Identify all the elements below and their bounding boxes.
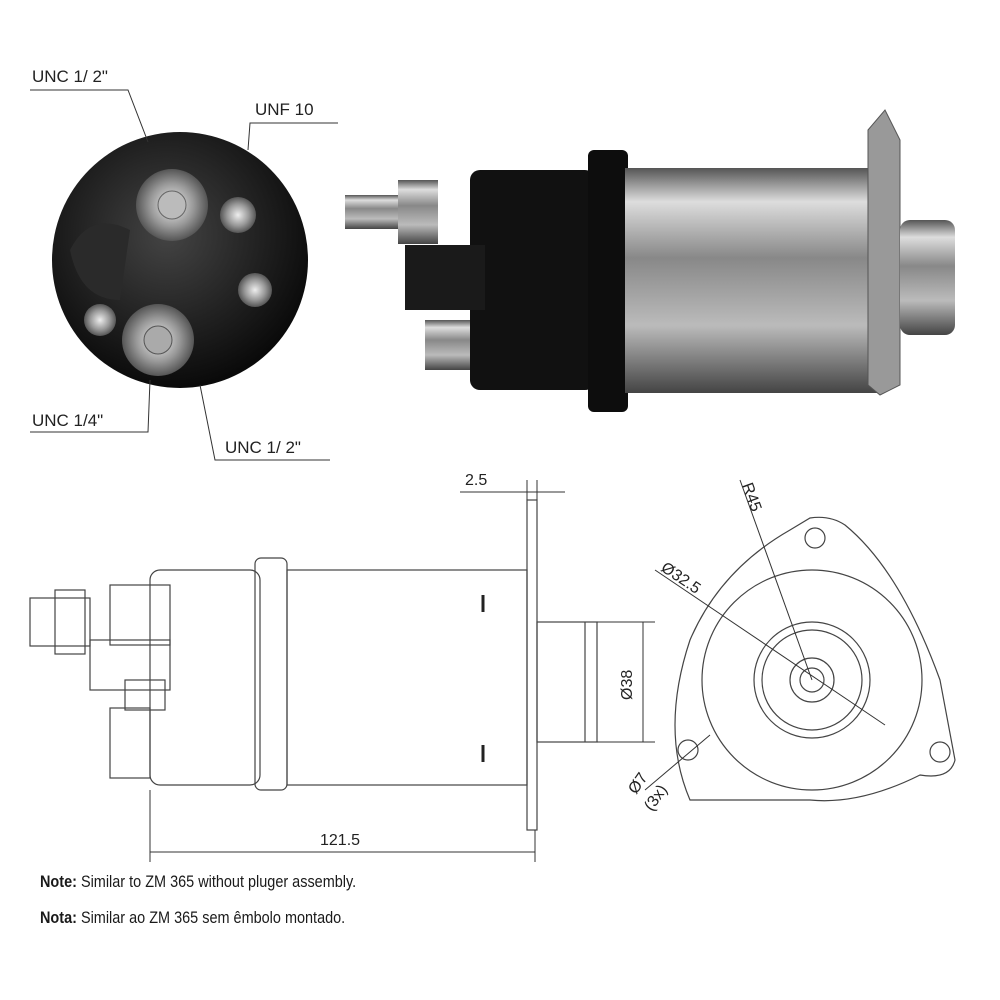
note-portuguese: Nota: Similar ao ZM 365 sem êmbolo monta… xyxy=(40,908,345,928)
side-view-drawing xyxy=(29,480,655,862)
dim-radius: R45 xyxy=(738,481,764,514)
end-view-drawing xyxy=(644,479,956,802)
end-view-photo xyxy=(52,132,308,388)
label-unc-half-bottom: UNC 1/ 2" xyxy=(225,438,301,457)
dim-bore-diameter: Ø32.5 xyxy=(658,559,704,598)
note-label: Nota: xyxy=(40,908,77,927)
photo-leader-lines xyxy=(30,89,338,461)
side-view-photo xyxy=(345,109,955,412)
label-unc-quarter: UNC 1/4" xyxy=(32,411,103,430)
dim-nose-diameter: Ø38 xyxy=(619,670,636,700)
note-text: Similar to ZM 365 without pluger assembl… xyxy=(80,872,357,891)
note-text: Similar ao ZM 365 sem êmbolo montado. xyxy=(80,908,346,927)
dim-hole-diameter: Ø7 xyxy=(625,770,651,797)
label-unf-10: UNF 10 xyxy=(255,100,314,119)
label-unc-half-top: UNC 1/ 2" xyxy=(32,67,108,86)
note-label: Note: xyxy=(40,872,77,891)
dim-flange-thickness: 2.5 xyxy=(465,472,487,489)
dim-length: 121.5 xyxy=(320,832,360,849)
note-english: Note: Similar to ZM 365 without pluger a… xyxy=(40,872,356,892)
